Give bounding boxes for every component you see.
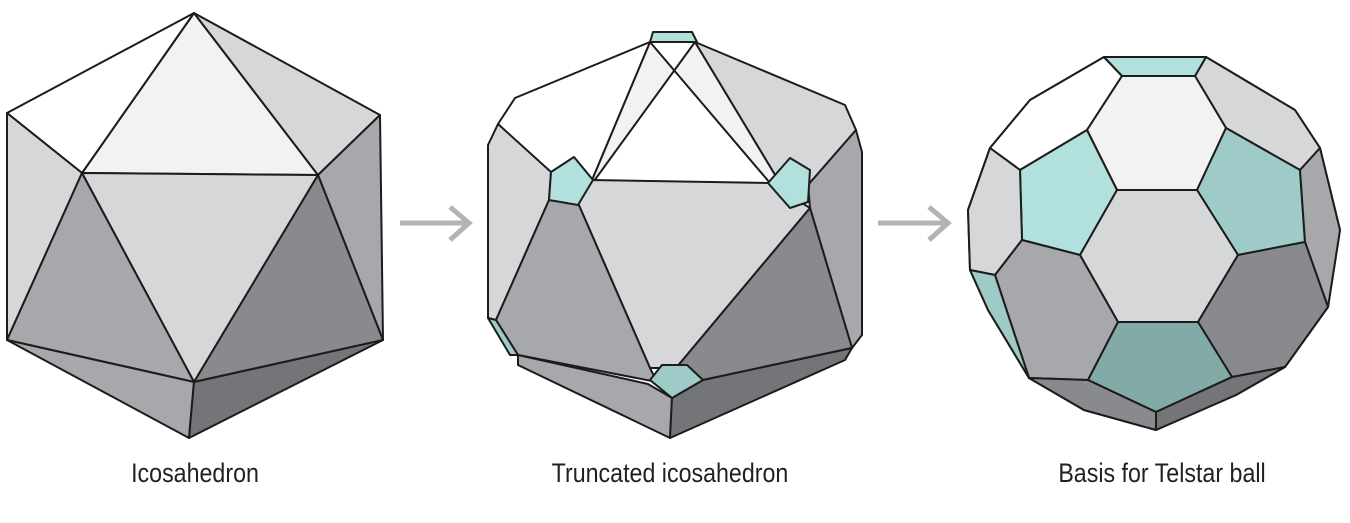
trunc-pentagon-bottom <box>649 364 704 399</box>
truncated-icosahedron-shape <box>487 31 863 439</box>
arrow-icon <box>400 205 473 242</box>
ico-face-bottom-right <box>188 339 384 439</box>
trunc-pentagon-right <box>767 157 811 209</box>
telstar-pentagon-top <box>1103 56 1207 77</box>
telstar-ball-shape <box>967 56 1341 431</box>
telstar-face-bottom-right <box>1155 366 1286 431</box>
caption-telstar-ball: Basis for Telstar ball <box>1058 458 1266 488</box>
arrow-icon <box>878 205 952 242</box>
caption-icosahedron: Icosahedron <box>131 458 259 488</box>
icosahedron-shape <box>6 12 384 439</box>
trunc-pentagon-bottom-left <box>487 317 519 356</box>
trunc-pentagon-left <box>548 156 594 206</box>
trunc-pentagon-top <box>649 31 698 43</box>
caption-truncated-icosahedron: Truncated icosahedron <box>551 458 789 488</box>
